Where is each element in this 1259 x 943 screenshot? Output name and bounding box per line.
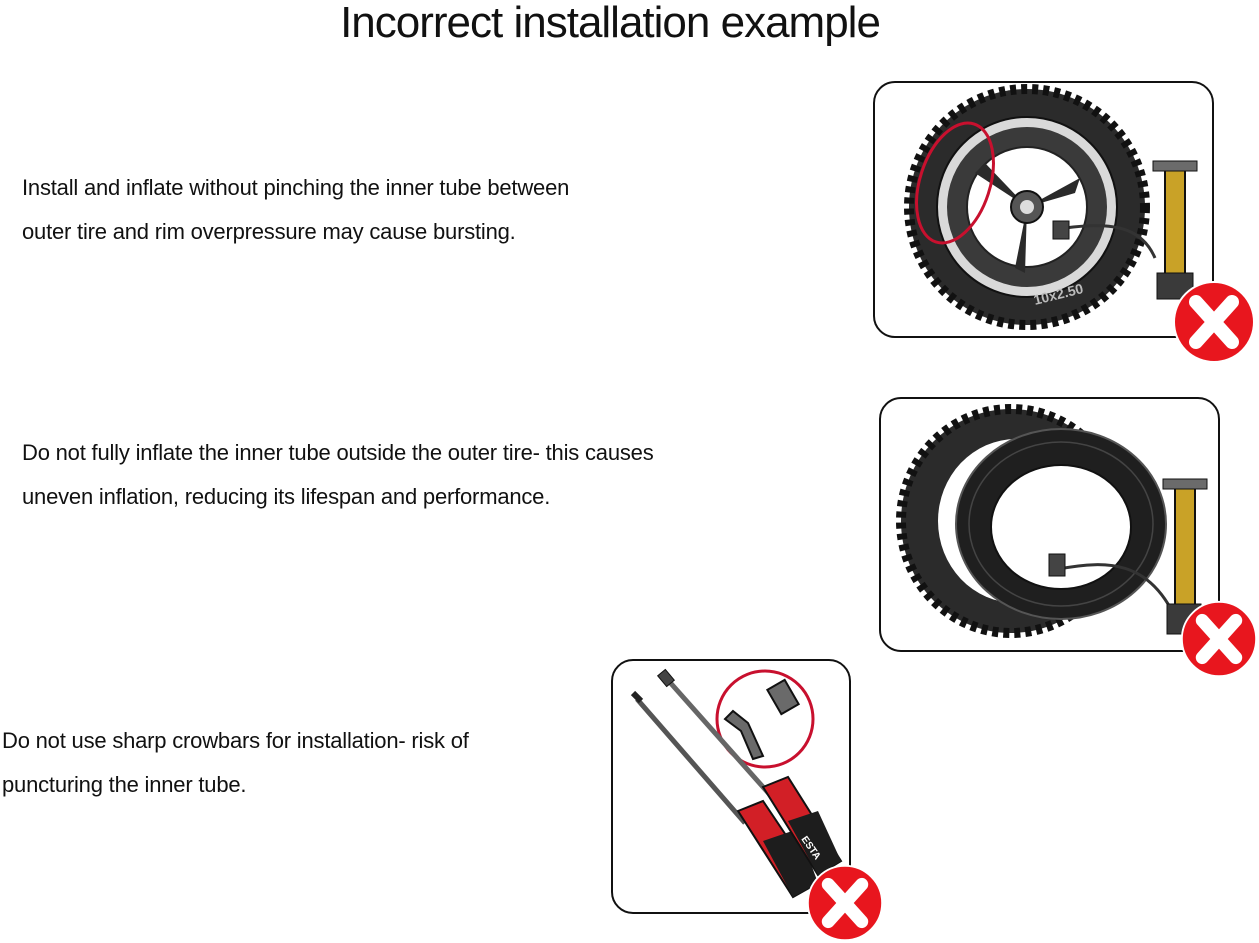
- x-mark-icon: [1173, 281, 1255, 363]
- example-1-line-2: outer tire and rim overpressure may caus…: [22, 219, 516, 244]
- example-3-line-1: Do not use sharp crowbars for installati…: [2, 728, 469, 753]
- tire-icon: [904, 84, 1150, 330]
- flat-screwdriver-icon: [656, 668, 843, 877]
- x-mark-icon: [1180, 600, 1258, 678]
- example-3-illustration: ESTA: [611, 659, 851, 914]
- screwdrivers-illustration: ESTA: [630, 668, 843, 899]
- highlight-circle: [915, 121, 995, 245]
- inner-tube-icon: [955, 428, 1167, 620]
- tube-outside-tire-illustration: [896, 404, 1208, 638]
- page-title: Incorrect installation example: [340, 0, 881, 47]
- example-1-text: Install and inflate without pinching the…: [22, 166, 722, 254]
- example-2-text: Do not fully inflate the inner tube outs…: [22, 431, 812, 519]
- example-3-text: Do not use sharp crowbars for installati…: [2, 719, 602, 807]
- example-2-line-1: Do not fully inflate the inner tube outs…: [22, 440, 654, 465]
- example-3-line-2: puncturing the inner tube.: [2, 772, 247, 797]
- example-2-illustration: [879, 397, 1220, 652]
- tip-zoom-circle: [715, 669, 815, 769]
- x-mark-icon: [806, 864, 884, 942]
- example-1-line-1: Install and inflate without pinching the…: [22, 175, 570, 200]
- example-1-illustration: 10x2.50: [873, 81, 1214, 338]
- tire-on-rim-illustration: 10x2.50: [904, 84, 1198, 330]
- example-2-line-2: uneven inflation, reducing its lifespan …: [22, 484, 551, 509]
